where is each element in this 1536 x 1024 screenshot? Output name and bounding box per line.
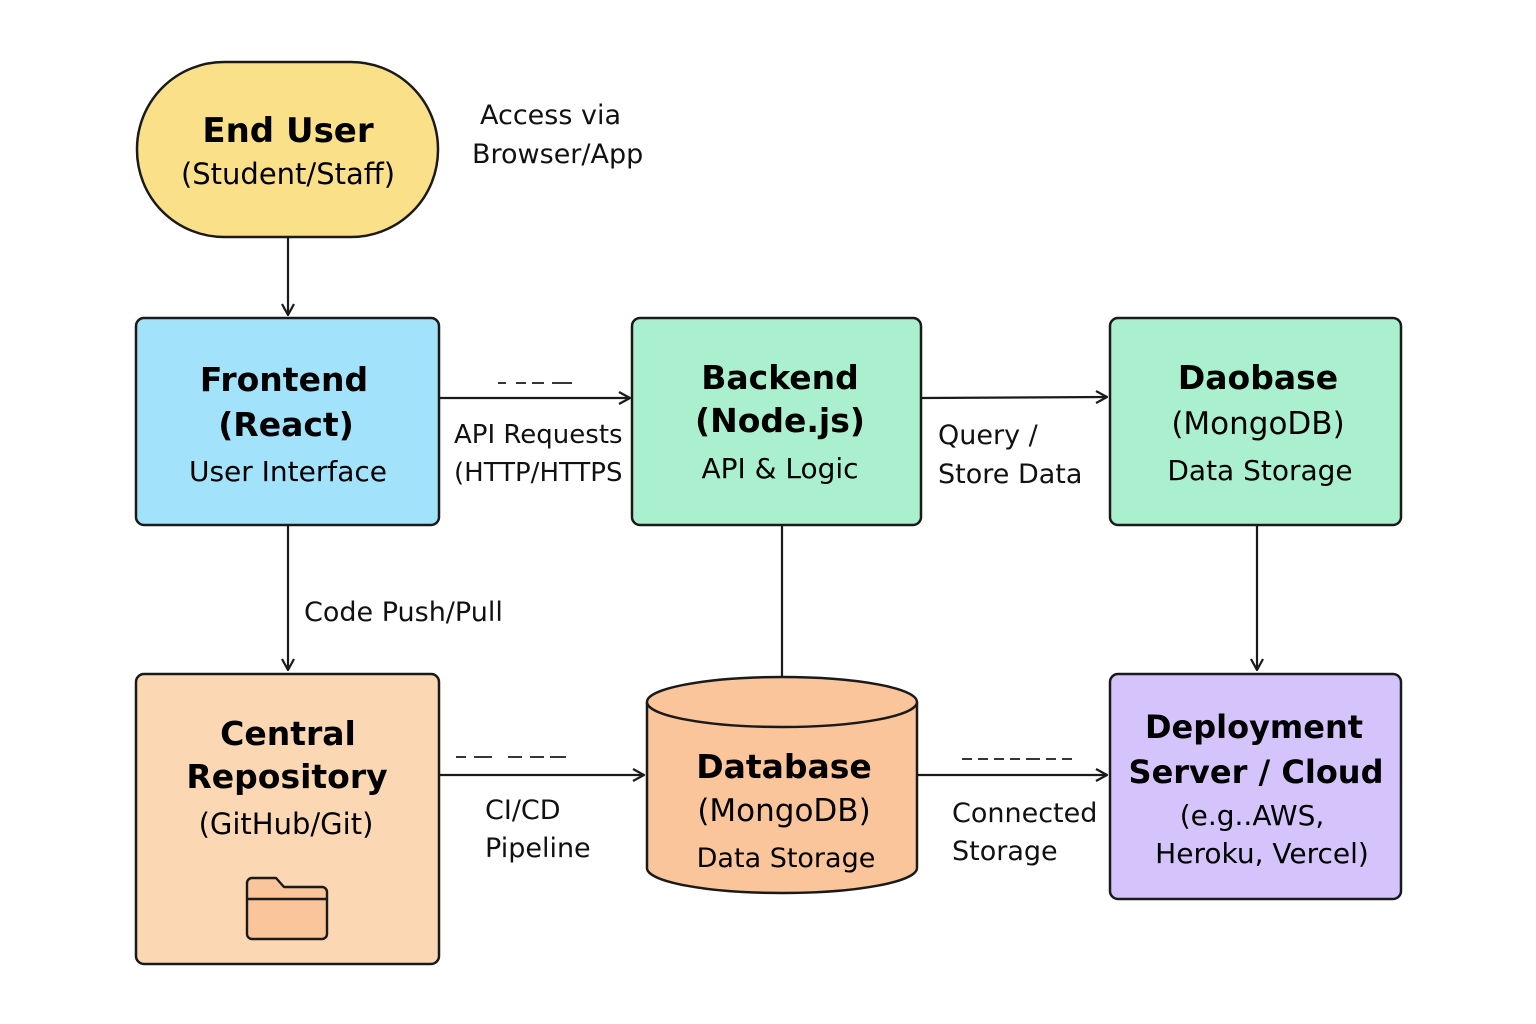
backend-title-2: (Node.js)	[695, 401, 865, 440]
repository-title-2: Repository	[186, 757, 387, 796]
database-node: Database (MongoDB) Data Storage	[645, 675, 919, 895]
frontend-title: Frontend	[200, 360, 368, 399]
database-cylinder-top	[645, 675, 919, 729]
frontend-node: Frontend (React) User Interface	[134, 316, 441, 527]
frontend-box	[134, 316, 441, 527]
daobase-node: Daobase (MongoDB) Data Storage	[1108, 316, 1403, 527]
repository-node: Central Repository (GitHub/Git)	[134, 672, 441, 966]
frontend-title-2: (React)	[218, 405, 354, 444]
connected-label-line-1: Connected	[952, 798, 1097, 829]
backend-node: Backend (Node.js) API & Logic	[630, 316, 923, 527]
deployment-title-2: Server / Cloud	[1129, 753, 1384, 791]
backend-to-daobase-arrow	[921, 390, 1109, 405]
connectors	[281, 238, 1264, 782]
daobase-box	[1108, 316, 1403, 527]
end-user-shape	[135, 60, 440, 239]
code-push-label: Code Push/Pull	[304, 597, 503, 628]
api-label-line-1: API Requests	[454, 420, 623, 450]
daobase-title: Daobase	[1178, 358, 1338, 397]
deployment-node: Deployment Server / Cloud (e.g..AWS, Her…	[1108, 672, 1403, 901]
access-label-line-2: Browser/App	[472, 139, 643, 170]
folder-icon	[245, 876, 329, 941]
repository-title: Central	[220, 714, 356, 753]
api-label-line-2: (HTTP/HTTPS	[454, 458, 622, 488]
repository-subtitle: (GitHub/Git)	[199, 807, 374, 841]
connected-label-line-2: Storage	[952, 836, 1058, 867]
deployment-subtitle-2: Heroku, Vercel)	[1155, 837, 1369, 870]
end-user-subtitle: (Student/Staff)	[181, 157, 395, 191]
daobase-title-2: (MongoDB)	[1171, 406, 1344, 442]
repository-box	[134, 672, 441, 966]
cicd-label-line-2: Pipeline	[485, 833, 591, 864]
edge-labels: Access via Browser/App API Requests (HTT…	[304, 100, 1097, 867]
database-cylinder-body	[645, 702, 919, 895]
backend-box	[630, 316, 923, 527]
end-user-title: End User	[202, 111, 374, 151]
deployment-title: Deployment	[1145, 708, 1363, 746]
cicd-label-line-1: CI/CD	[485, 795, 561, 826]
frontend-subtitle: User Interface	[189, 455, 387, 488]
backend-title: Backend	[701, 358, 859, 397]
backend-subtitle: API & Logic	[701, 452, 858, 485]
deployment-box	[1108, 672, 1403, 901]
database-subtitle: Data Storage	[697, 843, 876, 874]
query-label-line-1: Query /	[938, 420, 1039, 451]
query-label-line-2: Store Data	[938, 459, 1082, 490]
database-title: Database	[696, 747, 872, 786]
access-label-line-1: Access via	[480, 100, 621, 131]
daobase-subtitle: Data Storage	[1167, 454, 1352, 487]
end-user-node: End User (Student/Staff)	[135, 60, 440, 239]
deployment-subtitle: (e.g..AWS,	[1180, 799, 1325, 832]
database-title-2: (MongoDB)	[697, 793, 870, 829]
